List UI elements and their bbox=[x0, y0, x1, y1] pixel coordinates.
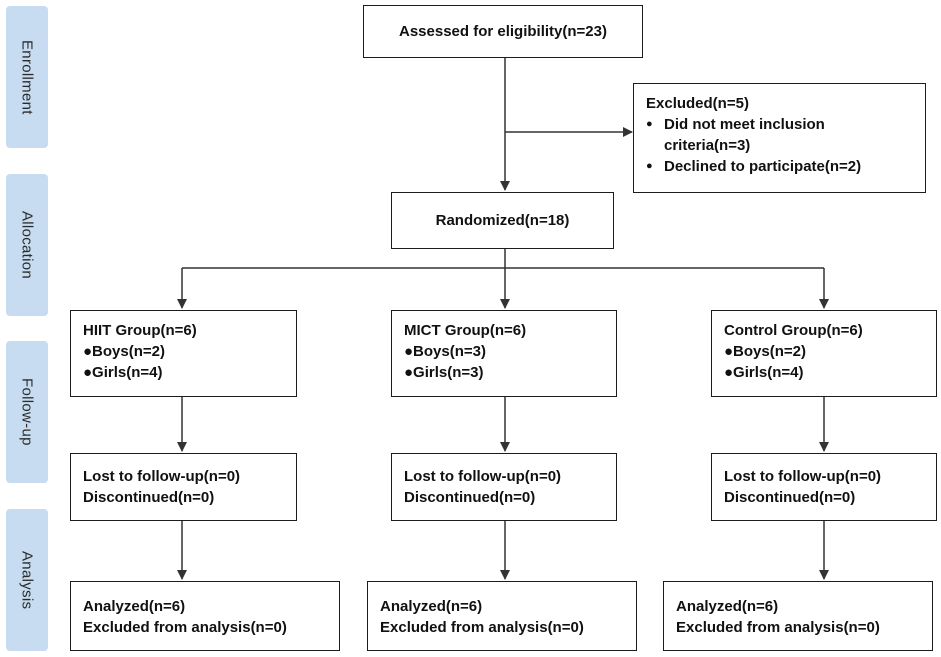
randomized-text: Randomized(n=18) bbox=[435, 212, 570, 229]
control-group-box: Control Group(n=6) ●Boys(n=2) ●Girls(n=4… bbox=[711, 310, 937, 397]
excluded-list: Did not meet inclusion criteria(n=3) Dec… bbox=[646, 114, 913, 177]
excluded-title: Excluded(n=5) bbox=[646, 95, 749, 112]
control-excluded-analysis: Excluded from analysis(n=0) bbox=[676, 619, 880, 636]
control-followup-box: Lost to follow-up(n=0) Discontinued(n=0) bbox=[711, 453, 937, 521]
excluded-reason-1: Did not meet inclusion criteria(n=3) bbox=[646, 114, 894, 156]
stage-allocation: Allocation bbox=[6, 174, 48, 316]
hiit-excluded-analysis: Excluded from analysis(n=0) bbox=[83, 619, 287, 636]
stage-analysis: Analysis bbox=[6, 509, 48, 651]
stage-followup-label: Follow-up bbox=[18, 378, 36, 446]
hiit-analysis-box: Analyzed(n=6) Excluded from analysis(n=0… bbox=[70, 581, 340, 651]
mict-analyzed: Analyzed(n=6) bbox=[380, 598, 483, 615]
hiit-boys: ●Boys(n=2) bbox=[83, 343, 165, 360]
hiit-girls: ●Girls(n=4) bbox=[83, 364, 163, 381]
hiit-lost: Lost to follow-up(n=0) bbox=[83, 468, 241, 485]
control-analysis-box: Analyzed(n=6) Excluded from analysis(n=0… bbox=[663, 581, 933, 651]
stage-enrollment: Enrollment bbox=[6, 6, 48, 148]
mict-excluded-analysis: Excluded from analysis(n=0) bbox=[380, 619, 584, 636]
stage-analysis-label: Analysis bbox=[18, 550, 36, 610]
stage-followup: Follow-up bbox=[6, 341, 48, 483]
hiit-discontinued: Discontinued(n=0) bbox=[83, 489, 215, 506]
mict-lost: Lost to follow-up(n=0) bbox=[404, 468, 562, 485]
mict-girls: ●Girls(n=3) bbox=[404, 364, 484, 381]
hiit-group-box: HIIT Group(n=6) ●Boys(n=2) ●Girls(n=4) bbox=[70, 310, 297, 397]
mict-discontinued: Discontinued(n=0) bbox=[404, 489, 536, 506]
assessed-box: Assessed for eligibility(n=23) bbox=[363, 5, 643, 58]
stage-enrollment-label: Enrollment bbox=[18, 39, 36, 115]
assessed-text: Assessed for eligibility(n=23) bbox=[399, 23, 607, 40]
control-group-title: Control Group(n=6) bbox=[724, 322, 863, 339]
mict-group-box: MICT Group(n=6) ●Boys(n=3) ●Girls(n=3) bbox=[391, 310, 617, 397]
hiit-analyzed: Analyzed(n=6) bbox=[83, 598, 186, 615]
control-analyzed: Analyzed(n=6) bbox=[676, 598, 779, 615]
control-girls: ●Girls(n=4) bbox=[724, 364, 804, 381]
excluded-box: Excluded(n=5) Did not meet inclusion cri… bbox=[633, 83, 926, 193]
mict-group-title: MICT Group(n=6) bbox=[404, 322, 527, 339]
control-lost: Lost to follow-up(n=0) bbox=[724, 468, 882, 485]
control-boys: ●Boys(n=2) bbox=[724, 343, 806, 360]
control-discontinued: Discontinued(n=0) bbox=[724, 489, 856, 506]
mict-followup-box: Lost to follow-up(n=0) Discontinued(n=0) bbox=[391, 453, 617, 521]
mict-analysis-box: Analyzed(n=6) Excluded from analysis(n=0… bbox=[367, 581, 637, 651]
stage-allocation-label: Allocation bbox=[18, 210, 36, 280]
randomized-box: Randomized(n=18) bbox=[391, 192, 614, 249]
excluded-reason-2: Declined to participate(n=2) bbox=[646, 156, 913, 177]
hiit-group-title: HIIT Group(n=6) bbox=[83, 322, 197, 339]
hiit-followup-box: Lost to follow-up(n=0) Discontinued(n=0) bbox=[70, 453, 297, 521]
mict-boys: ●Boys(n=3) bbox=[404, 343, 486, 360]
